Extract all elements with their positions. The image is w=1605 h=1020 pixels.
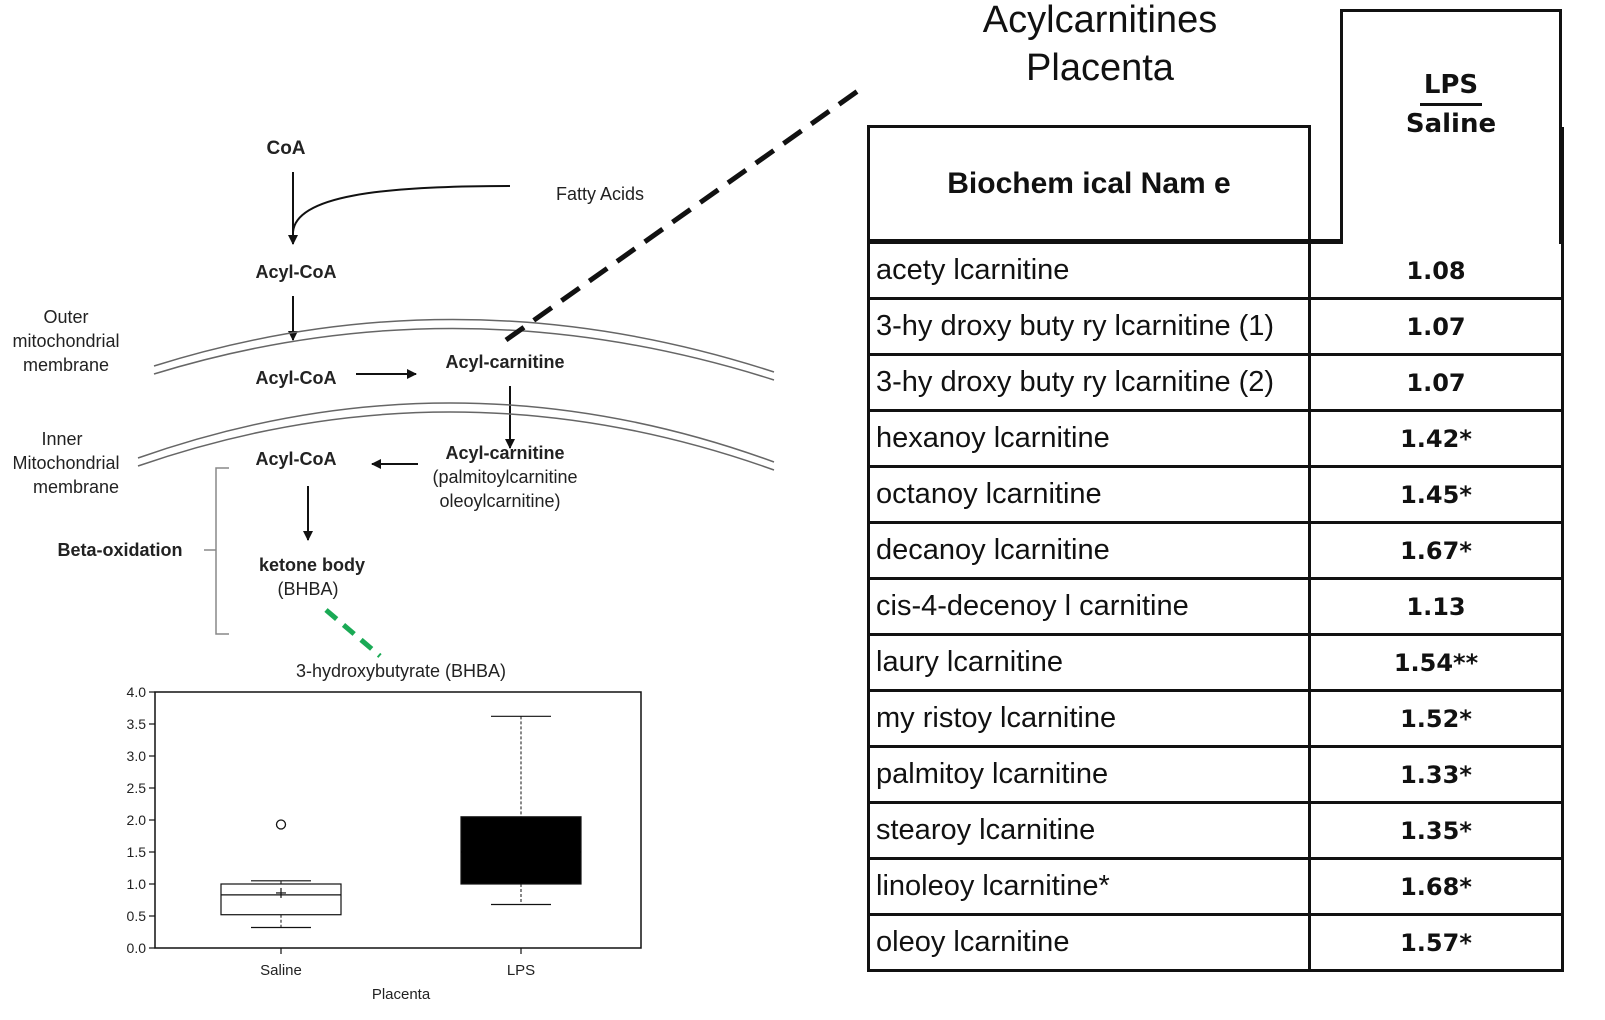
pathway-diagram: CoA Fatty Acids Acyl-CoA Outer mitochond…	[12, 85, 864, 658]
compound-name-cell: 3-hy droxy buty ry lcarnitine (2)	[867, 353, 1311, 412]
table-title: Acylcarnitines Placenta	[900, 0, 1300, 92]
y-tick-label: 1.5	[127, 844, 147, 860]
y-tick-label: 3.5	[127, 716, 147, 732]
header-biochemical-name: Biochem ical Nam e	[867, 125, 1311, 244]
y-tick-label: 0.0	[127, 940, 147, 956]
acyl-coa-top-label: Acyl-CoA	[255, 262, 336, 282]
compound-name-cell: 3-hy droxy buty ry lcarnitine (1)	[867, 297, 1311, 356]
y-tick-label: 3.0	[127, 748, 147, 764]
bhba-boxplot: 3-hydroxybutyrate (BHBA) Placenta 0.0 0.5…	[127, 661, 642, 1003]
ratio-denominator: Saline	[1405, 109, 1497, 139]
acyl-coa-low-label: Acyl-CoA	[255, 449, 336, 469]
compound-name-cell: cis-4-decenoy l carnitine	[867, 577, 1311, 636]
ratio-numerator: LPS	[1419, 67, 1483, 106]
table-title-line-2: Placenta	[1026, 47, 1174, 89]
compound-name-cell: palmitoy lcarnitine	[867, 745, 1311, 804]
acyl-carnitine-mid-label: Acyl-carnitine	[445, 352, 564, 372]
inner-membrane-label-3: membrane	[33, 477, 119, 497]
fold-change-cell: 1.54**	[1308, 633, 1564, 692]
compound-name-cell: oleoy lcarnitine	[867, 913, 1311, 972]
acyl-carnitine-example-1: (palmitoylcarnitine	[432, 467, 577, 487]
fold-change-cell: 1.13	[1308, 577, 1564, 636]
table-row: 3-hy droxy buty ry lcarnitine (2)1.07	[867, 353, 1564, 412]
table-row: 3-hy droxy buty ry lcarnitine (1)1.07	[867, 297, 1564, 356]
compound-name-cell: octanoy lcarnitine	[867, 465, 1311, 524]
fold-change-cell: 1.67*	[1308, 521, 1564, 580]
outer-membrane-arc-outer	[153, 318, 775, 373]
black-dashed-connector	[504, 85, 864, 343]
y-tick-label: 4.0	[127, 684, 147, 700]
fold-change-cell: 1.42*	[1308, 409, 1564, 468]
outer-membrane-label-2: mitochondrial	[12, 331, 119, 351]
ratio-fraction: LPS Saline	[1343, 67, 1559, 142]
compound-name-cell: stearoy lcarnitine	[867, 801, 1311, 860]
y-tick-label: 2.0	[127, 812, 147, 828]
ketone-body-label: ketone body	[259, 555, 365, 575]
y-tick-label: 0.5	[127, 908, 147, 924]
fatty-acids-label: Fatty Acids	[556, 184, 644, 204]
acyl-carnitine-low-label: Acyl-carnitine	[445, 443, 564, 463]
acyl-coa-mid-label: Acyl-CoA	[255, 368, 336, 388]
compound-name-cell: acety lcarnitine	[867, 240, 1311, 300]
fold-change-cell: 1.68*	[1308, 857, 1564, 916]
compound-name-cell: my ristoy lcarnitine	[867, 689, 1311, 748]
outlier-point	[275, 819, 287, 830]
chart-xlabel: Placenta	[372, 986, 431, 1003]
fold-change-cell: 1.07	[1308, 297, 1564, 356]
compound-name-cell: laury lcarnitine	[867, 633, 1311, 692]
outer-membrane-label-1: Outer	[43, 307, 88, 327]
compound-name-cell: hexanoy lcarnitine	[867, 409, 1311, 468]
green-dashed-connector	[324, 608, 382, 658]
inner-membrane-label-2: Mitochondrial	[12, 453, 119, 473]
outer-membrane-label-3: membrane	[23, 355, 109, 375]
fold-change-cell: 1.33*	[1308, 745, 1564, 804]
compound-name-cell: linoleoy lcarnitine*	[867, 857, 1311, 916]
fold-change-cell: 1.52*	[1308, 689, 1564, 748]
chart-title: 3-hydroxybutyrate (BHBA)	[296, 661, 506, 681]
beta-oxidation-label: Beta-oxidation	[57, 540, 182, 560]
coa-label: CoA	[266, 138, 305, 159]
fatty-acids-curve	[292, 185, 511, 233]
inner-membrane-arc-outer	[137, 402, 775, 463]
y-tick-label: 2.5	[127, 780, 147, 796]
x-tick-label: LPS	[507, 962, 535, 979]
ketone-abbrev-label: (BHBA)	[277, 579, 338, 599]
box-lps	[460, 816, 582, 885]
inner-membrane-arc-inner	[137, 411, 775, 471]
table-row: linoleoy lcarnitine*1.68*	[867, 857, 1564, 916]
ratio-header: LPS Saline	[1340, 9, 1562, 244]
fold-change-cell: 1.08	[1308, 240, 1564, 300]
fold-change-cell: 1.45*	[1308, 465, 1564, 524]
outer-membrane-arc-inner	[153, 327, 775, 381]
fold-change-cell: 1.07	[1308, 353, 1564, 412]
beta-oxidation-bracket	[215, 467, 229, 635]
x-tick-label: Saline	[260, 962, 302, 979]
acyl-carnitine-example-2: oleoylcarnitine)	[439, 491, 560, 511]
y-tick-label: 1.0	[127, 876, 147, 892]
inner-membrane-label-1: Inner	[41, 429, 82, 449]
table-title-line-1: Acylcarnitines	[982, 0, 1218, 41]
compound-name-cell: decanoy lcarnitine	[867, 521, 1311, 580]
fold-change-cell: 1.35*	[1308, 801, 1564, 860]
fold-change-cell: 1.57*	[1308, 913, 1564, 972]
